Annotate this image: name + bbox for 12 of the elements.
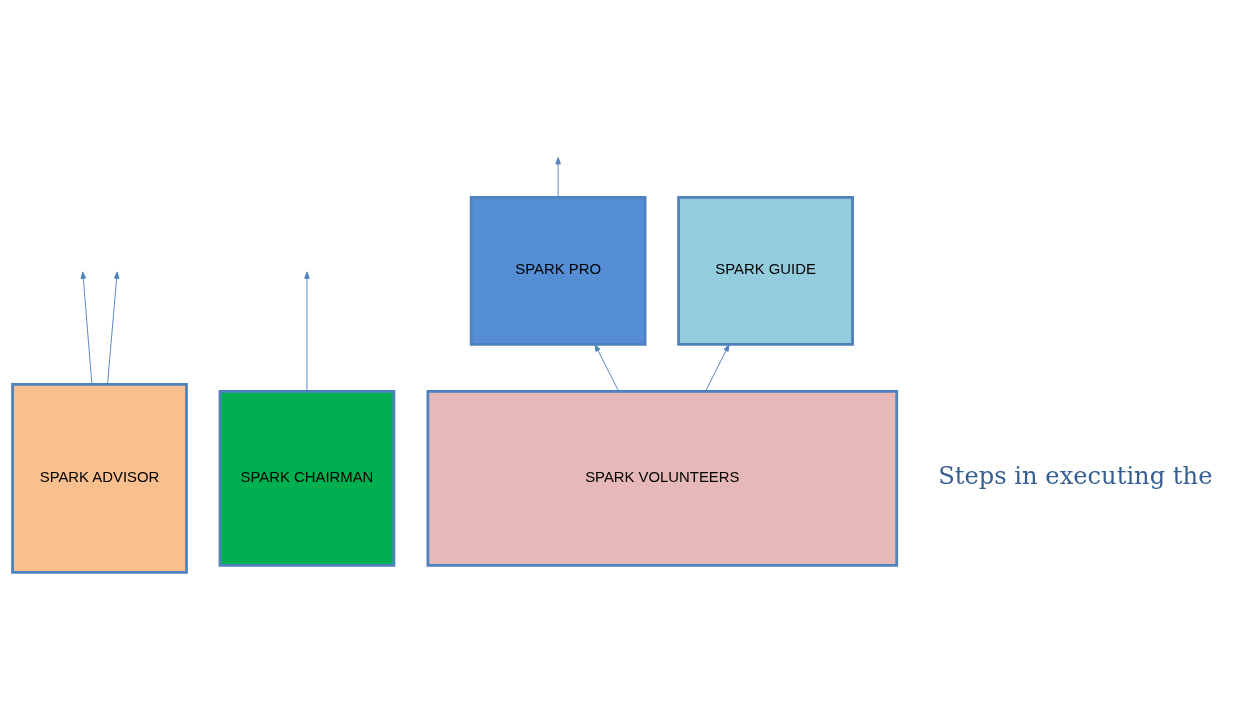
arrow (555, 156, 561, 198)
node-box: SPARK PRO (469, 195, 647, 346)
label: Steps in executing the (938, 461, 1213, 490)
arrow (594, 343, 620, 392)
arrow (304, 270, 310, 392)
arrow (107, 270, 120, 385)
arrow (80, 270, 93, 385)
arrow (705, 343, 730, 392)
node-box: SPARK GUIDE (677, 195, 854, 346)
node-box: SPARK VOLUNTEERS (426, 389, 899, 567)
node-box: SPARK CHAIRMAN (218, 389, 396, 567)
node-box: SPARK ADVISOR (11, 382, 188, 574)
